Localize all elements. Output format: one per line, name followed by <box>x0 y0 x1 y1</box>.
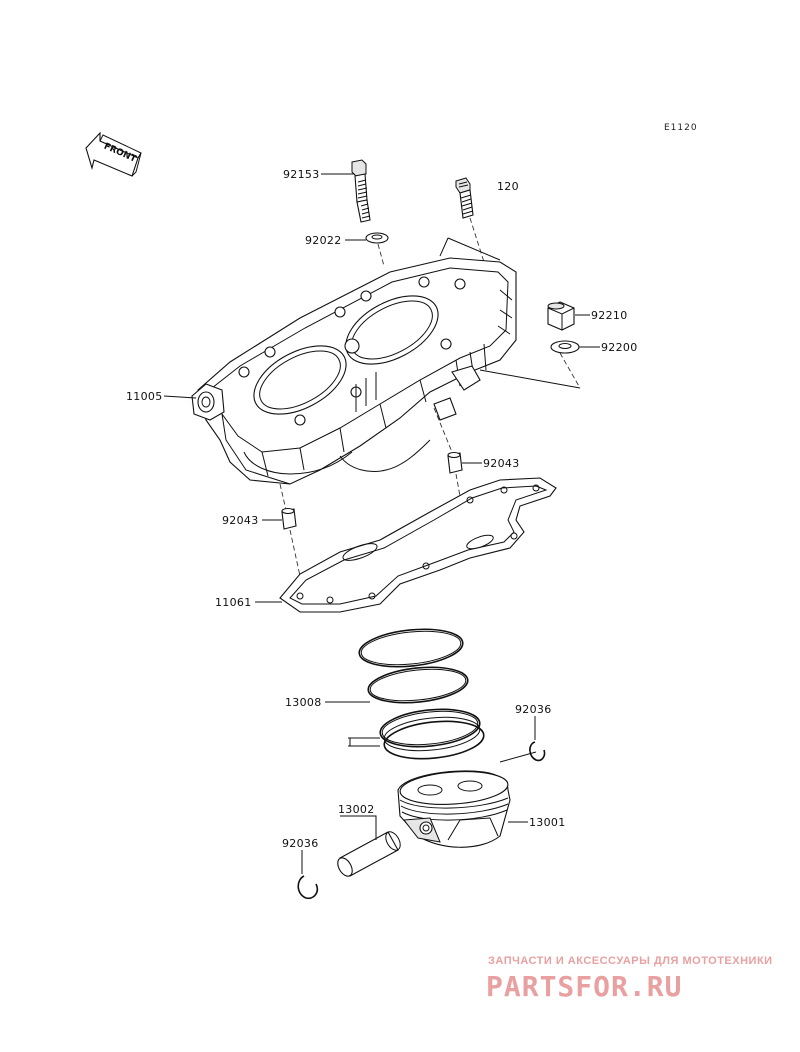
part-label-92022: 92022 <box>305 234 342 247</box>
piston-pin-13002[interactable] <box>335 829 403 878</box>
guide-120 <box>469 217 485 263</box>
part-label-92210: 92210 <box>591 309 628 322</box>
watermark-brand: PARTSFOR.RU <box>486 970 682 1003</box>
stud-120[interactable] <box>455 177 474 219</box>
part-label-13002: 13002 <box>338 803 375 816</box>
guide-92200 <box>559 352 581 389</box>
part-label-120: 120 <box>497 180 519 193</box>
part-label-92043-left: 92043 <box>222 514 259 527</box>
washer-92022[interactable] <box>365 232 389 244</box>
part-label-92043-right: 92043 <box>483 457 520 470</box>
part-label-13008: 13008 <box>285 696 322 709</box>
guide-bracket-right <box>479 369 581 389</box>
cylinder-block-11005[interactable] <box>191 257 517 485</box>
part-label-13001: 13001 <box>529 816 566 829</box>
dowel-pin-92043-left[interactable] <box>281 507 297 530</box>
bolt-92153[interactable] <box>351 159 371 223</box>
guide-dowel-left <box>279 483 287 511</box>
washer-92200[interactable] <box>550 340 580 354</box>
dowel-pin-92043-right[interactable] <box>447 451 463 474</box>
guide-92022 <box>377 243 385 267</box>
snap-ring-92036-right[interactable] <box>529 741 546 762</box>
leader-bracket-13008 <box>348 737 380 747</box>
part-label-92200: 92200 <box>601 341 638 354</box>
watermark: ЗАПЧАСТИ И АКСЕССУАРЫ ДЛЯ МОТОТЕХНИКИ PA… <box>486 955 773 1003</box>
leader-11005 <box>163 395 197 399</box>
part-label-92036-left: 92036 <box>282 837 319 850</box>
part-label-92036-right: 92036 <box>515 703 552 716</box>
leader-piston-pin-line <box>499 751 537 763</box>
watermark-tagline: ЗАПЧАСТИ И АКСЕССУАРЫ ДЛЯ МОТОТЕХНИКИ <box>488 955 773 967</box>
front-arrow-icon: FRONT <box>85 131 142 177</box>
leader-13002 <box>340 815 377 840</box>
guide-dowel-left-down <box>289 529 301 577</box>
piston-13001[interactable] <box>397 768 511 848</box>
diagram-code: E1120 <box>664 123 698 133</box>
piston-ring-set-13008[interactable] <box>357 625 485 763</box>
nut-92210[interactable] <box>547 301 575 331</box>
part-label-92153: 92153 <box>283 168 320 181</box>
snap-ring-92036-left[interactable] <box>297 875 319 900</box>
guide-bracket-top <box>439 237 501 261</box>
cylinder-gasket-11061[interactable] <box>279 477 557 613</box>
part-label-11005: 11005 <box>126 390 163 403</box>
part-label-11061: 11061 <box>215 596 252 609</box>
